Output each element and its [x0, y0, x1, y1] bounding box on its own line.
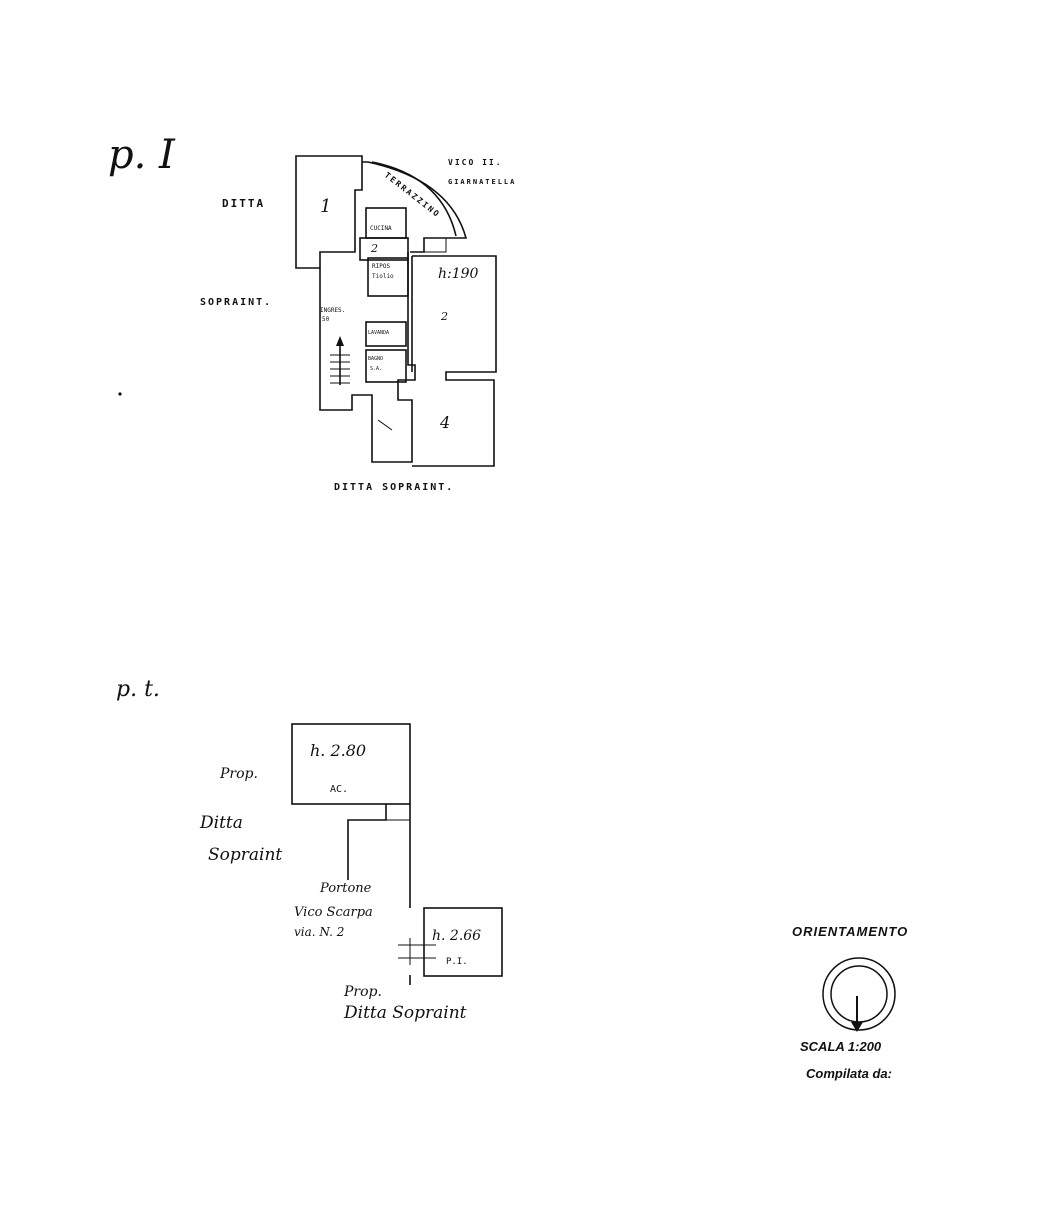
ground-prop-bottom: Prop. [343, 984, 382, 1000]
ditta-left-label: DITTA [222, 197, 265, 210]
ripos-label: RIPOS [372, 263, 390, 270]
ground-portone: Portone [319, 881, 372, 896]
ground-ditta-left: Ditta [199, 813, 243, 833]
bagno-label: BAGNO [368, 356, 383, 362]
upper-floor-heading: p. I [108, 132, 176, 178]
terrazzino-arc [371, 161, 457, 237]
scale-label: SCALA 1:200 [800, 1039, 882, 1054]
ground-room-top [291, 723, 411, 805]
room-2-small [359, 237, 409, 261]
ingresso-num-label: 50 [322, 316, 330, 323]
ground-top-height: h. 2.80 [310, 741, 366, 760]
ground-bottom-height: h. 2.66 [432, 928, 481, 944]
ground-via-n: via. N. 2 [294, 925, 344, 939]
ripos-room [367, 257, 409, 297]
room-number-2-small: 2 [370, 242, 378, 255]
orientation-label: ORIENTAMENTO [792, 924, 908, 939]
ground-door-bottom [398, 938, 436, 965]
room-2-large-wall [412, 255, 497, 467]
upper-floor-plan: p. I DITTA SOPRAINT. VICO II. [108, 132, 516, 493]
lavanderia-room [365, 321, 407, 347]
ground-door-top [385, 803, 411, 821]
soprain-left-label: SOPRAINT. [200, 297, 272, 308]
upper-outer-wall [295, 155, 363, 269]
compass-icon [822, 957, 896, 1032]
upper-room-1-wall [362, 161, 468, 253]
ground-floor-heading: p. t. [116, 677, 160, 702]
bagno-sub-label: S.A. [370, 366, 382, 372]
ground-floor-plan: p. t. h. 2.80 AC. h. 2.66 P.I. Prop. Dit… [116, 677, 503, 1023]
giardinatella-label: GIARNATELLA [448, 178, 516, 186]
upper-corridor-wall [319, 252, 416, 463]
ground-prop-top: Prop. [219, 766, 258, 782]
ground-ditta-bottom: Ditta Sopraint [343, 1003, 467, 1023]
ingresso-label: INGRES. [320, 307, 345, 314]
balcony-door [423, 237, 447, 253]
corridor-mark [377, 419, 393, 431]
room-number-2-large: 2 [440, 310, 448, 323]
entrance-stair [330, 336, 350, 385]
upper-height-label: h:190 [438, 266, 479, 282]
ground-bottom-tag: P.I. [446, 957, 468, 967]
kitchen-label: CUCINA [370, 225, 392, 232]
room-number-1: 1 [320, 196, 331, 217]
room-number-4: 4 [439, 413, 450, 432]
ripos-sub-label: Tiolio [372, 273, 394, 280]
ground-top-tag: AC. [330, 784, 348, 795]
kitchen-room [365, 207, 407, 239]
legend: ORIENTAMENTO SCALA 1:200 Compilata da: [792, 924, 908, 1081]
vico-label: VICO II. [448, 158, 503, 167]
ground-vico-scarpa: Vico Scarpa [294, 905, 373, 920]
compiled-label: Compilata da: [806, 1066, 892, 1081]
lavanderia-label: LAVANDA [368, 330, 389, 336]
ground-soprain-left: Sopraint [208, 845, 282, 865]
ink-dot [118, 392, 122, 396]
ditta-bottom-label: DITTA SOPRAINT. [334, 482, 454, 493]
bagno-room [365, 349, 407, 383]
ground-room-bottom [423, 907, 503, 977]
